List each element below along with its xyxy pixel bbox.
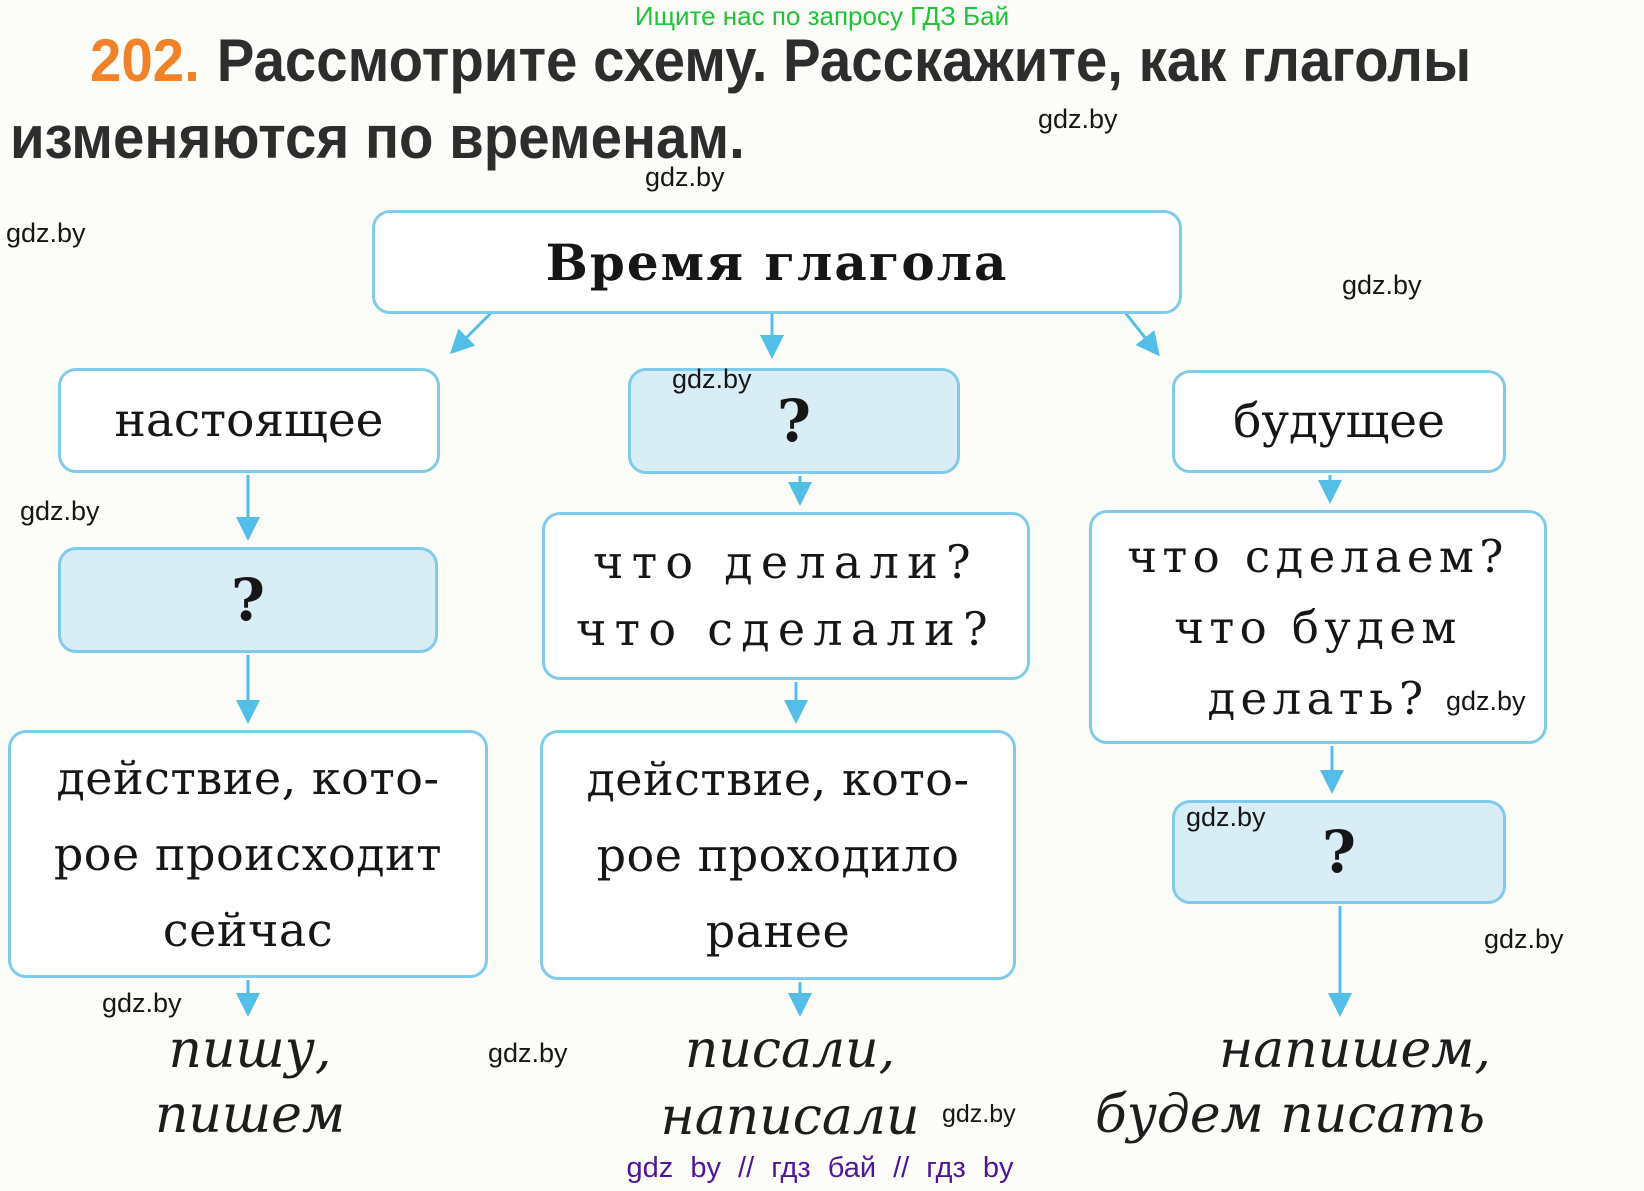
gdz-watermark: gdz.by [1038,104,1118,134]
future-question-mark: ? [1322,818,1356,886]
gdz-watermark: gdz.by [1446,686,1526,716]
past-question-line: что сделали? [575,602,997,656]
future-question-line: что будем [1174,600,1462,654]
present-description-line: рое происходит [53,827,443,881]
present-tense-box: настоящее [58,368,440,473]
present-example-1: пишу, [168,1020,332,1080]
past-question-line: что делали? [593,535,979,589]
future-questions-box: что сделаем? что будем делать? [1089,510,1547,744]
future-tense-box: будущее [1172,370,1506,473]
future-tense-label: будущее [1233,394,1445,449]
future-question-placeholder-box: ? [1172,800,1506,904]
past-example-2: написали [660,1087,920,1147]
gdz-watermark: gdz.by [1186,802,1266,832]
present-description-line: сейчас [162,903,334,957]
gdz-watermark: gdz.by [942,1100,1016,1128]
present-description-line: действие, кото- [56,751,440,805]
future-example-1: напишем, [1219,1020,1491,1080]
root-box-label: Время глагола [545,232,1009,292]
exercise-number: 202. [90,27,200,94]
footer-tags: gdz by // гдз бай // гдз by [626,1152,1014,1184]
gdz-watermark: gdz.by [1342,270,1422,300]
past-description-line: действие, кото- [586,752,970,806]
past-question-mark: ? [777,387,811,455]
gdz-watermark: gdz.by [102,988,182,1018]
past-questions-box: что делали? что сделали? [542,512,1030,680]
past-description-line: рое проходило [596,828,960,882]
task-text-line1: 202.Рассмотрите схему. Расскажите, как г… [90,31,1471,91]
present-question-placeholder-box: ? [58,547,438,653]
gdz-watermark: gdz.by [6,218,86,248]
future-question-line: что сделаем? [1127,529,1509,583]
future-question-line: делать? [1207,671,1429,725]
gdz-watermark: gdz.by [20,496,100,526]
gdz-watermark: gdz.by [1484,924,1564,954]
past-question-placeholder-box: ? [628,368,960,474]
task-line1-text: Рассмотрите схему. Расскажите, как глаго… [216,27,1472,94]
past-description-line: ранее [705,904,851,958]
present-question-mark: ? [231,566,265,634]
past-description-box: действие, кото- рое проходило ранее [540,730,1016,980]
promo-banner: Ищите нас по запросу ГДЗ Бай [634,1,1010,31]
past-example-1: писали, [684,1020,896,1080]
present-description-box: действие, кото- рое происходит сейчас [8,730,488,978]
arrow-root-to-future [1118,305,1160,357]
root-box-verb-tense: Время глагола [372,210,1182,314]
future-example-2: будем писать [1095,1085,1485,1145]
present-example-2: пишем [154,1085,346,1145]
task-text-line2: изменяются по временам. [10,104,745,171]
gdz-watermark: gdz.by [645,162,725,192]
present-tense-label: настоящее [114,393,384,448]
gdz-watermark: gdz.by [488,1038,568,1068]
gdz-watermark: gdz.by [672,364,752,394]
